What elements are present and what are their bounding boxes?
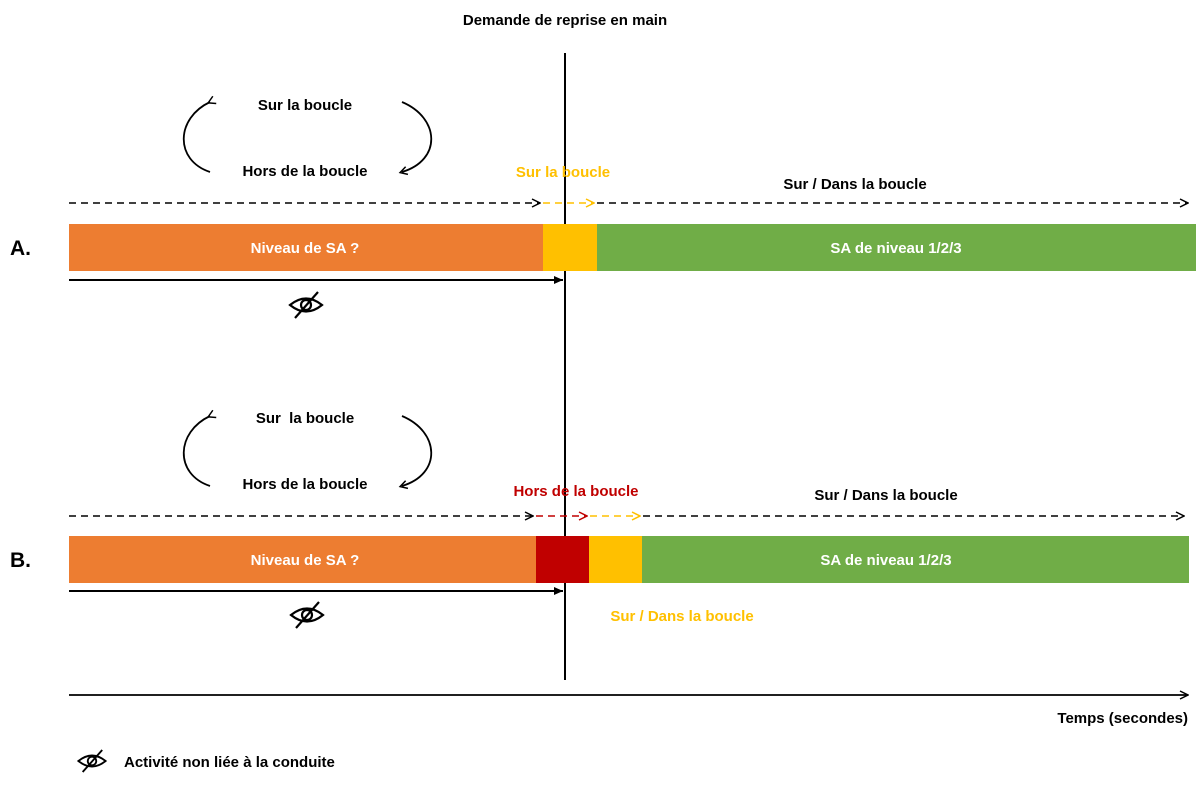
transition-label: Hors de la boucle bbox=[513, 483, 638, 500]
cycle-label-top: Sur la boucle bbox=[258, 97, 352, 114]
eye-slash-icon bbox=[289, 600, 325, 630]
eye-slash-icon bbox=[77, 749, 107, 773]
cycle-arrow-left bbox=[182, 409, 217, 487]
panel-letter: A. bbox=[10, 237, 31, 260]
bar-segment-green bbox=[597, 224, 1196, 271]
bar-segment-orange bbox=[69, 536, 536, 583]
cycle-label-bottom: Hors de la boucle bbox=[242, 476, 367, 493]
bar-segment-yellow bbox=[543, 224, 597, 271]
time-axis-label: Temps (secondes) bbox=[1057, 710, 1188, 727]
bar-segment-green bbox=[642, 536, 1189, 583]
bar-green-label: SA de niveau 1/2/3 bbox=[820, 552, 951, 569]
bar-orange-label: Niveau de SA ? bbox=[251, 552, 360, 569]
panel-b: Sur la boucle Hors de la boucle Hors de … bbox=[10, 409, 1189, 630]
bar-green-label: SA de niveau 1/2/3 bbox=[830, 240, 961, 257]
bar-segment-yellow bbox=[589, 536, 642, 583]
transition-label: Sur la boucle bbox=[516, 164, 610, 181]
after-arrow-label: Sur / Dans la boucle bbox=[783, 176, 926, 193]
legend-text: Activité non liée à la conduite bbox=[124, 754, 335, 771]
after-arrow-label: Sur / Dans la boucle bbox=[814, 487, 957, 504]
panel-letter: B. bbox=[10, 549, 31, 572]
panel-a: Sur la boucle Hors de la boucle Sur la b… bbox=[10, 95, 1196, 320]
cycle-label-bottom: Hors de la boucle bbox=[242, 163, 367, 180]
cycle-arrow-right bbox=[398, 415, 433, 490]
cycle-arrow-right bbox=[398, 101, 433, 176]
bar-segment-red bbox=[536, 536, 589, 583]
legend: Activité non liée à la conduite bbox=[77, 749, 335, 773]
cycle-arrow-left bbox=[182, 95, 217, 173]
diagram-title: Demande de reprise en main bbox=[463, 12, 667, 29]
bar-orange-label: Niveau de SA ? bbox=[251, 240, 360, 257]
cycle-label-top: Sur la boucle bbox=[256, 410, 354, 427]
eye-slash-icon bbox=[288, 290, 324, 320]
bar-segment-orange bbox=[69, 224, 543, 271]
below-bar-label: Sur / Dans la boucle bbox=[610, 608, 753, 625]
